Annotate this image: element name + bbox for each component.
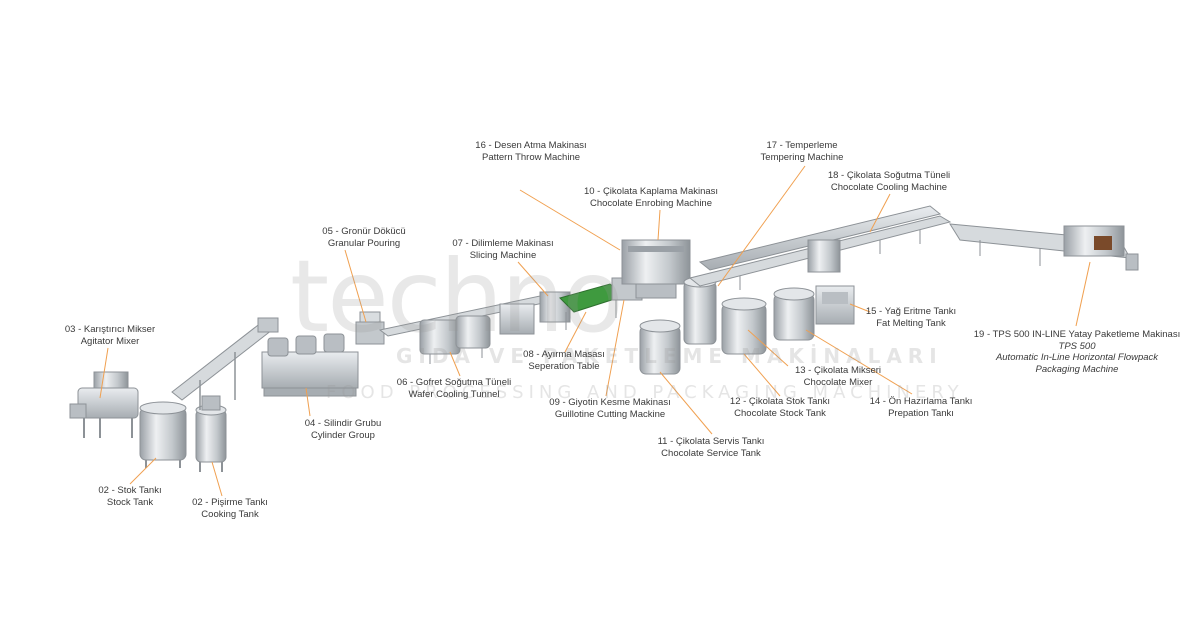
leader-10 <box>519 189 621 251</box>
leader-15 <box>743 353 781 397</box>
leader-19 <box>1075 261 1091 327</box>
packaging-machine <box>949 223 1139 271</box>
leader-07 <box>517 261 549 297</box>
leader-12 <box>659 371 713 435</box>
incline-conveyor <box>171 317 279 410</box>
granular-pouring <box>355 311 385 345</box>
tempering-machine <box>683 276 717 345</box>
leader-17 <box>849 303 871 313</box>
leader-14 <box>869 193 891 233</box>
leader-18 <box>805 329 913 395</box>
leader-03 <box>211 461 223 497</box>
chocolate-cooling-tunnel <box>688 205 952 290</box>
agitator-mixer <box>69 371 139 438</box>
leader-02 <box>129 457 157 485</box>
leader-lines <box>99 165 1091 497</box>
label-packaging-machine: 19 - TPS 500 IN-LINE Yatay Paketleme Mak… <box>973 329 1181 375</box>
cylinder-group <box>261 333 359 397</box>
fat-melting-tank <box>815 285 855 325</box>
leader-05 <box>305 387 311 417</box>
chocolate-service-tank <box>639 319 681 375</box>
leader-16 <box>747 329 789 367</box>
leader-11 <box>657 209 661 241</box>
chocolate-enrober <box>621 239 691 299</box>
chocolate-mixer <box>773 287 815 341</box>
leader-04 <box>344 249 367 323</box>
leader-01 <box>99 347 109 399</box>
leader-09 <box>605 299 625 397</box>
leader-06 <box>449 351 461 377</box>
chocolate-stock-tank <box>721 297 767 355</box>
stock-tank <box>139 401 187 468</box>
leader-13 <box>717 165 806 287</box>
cooking-tank <box>195 395 227 472</box>
leader-08 <box>564 311 587 353</box>
